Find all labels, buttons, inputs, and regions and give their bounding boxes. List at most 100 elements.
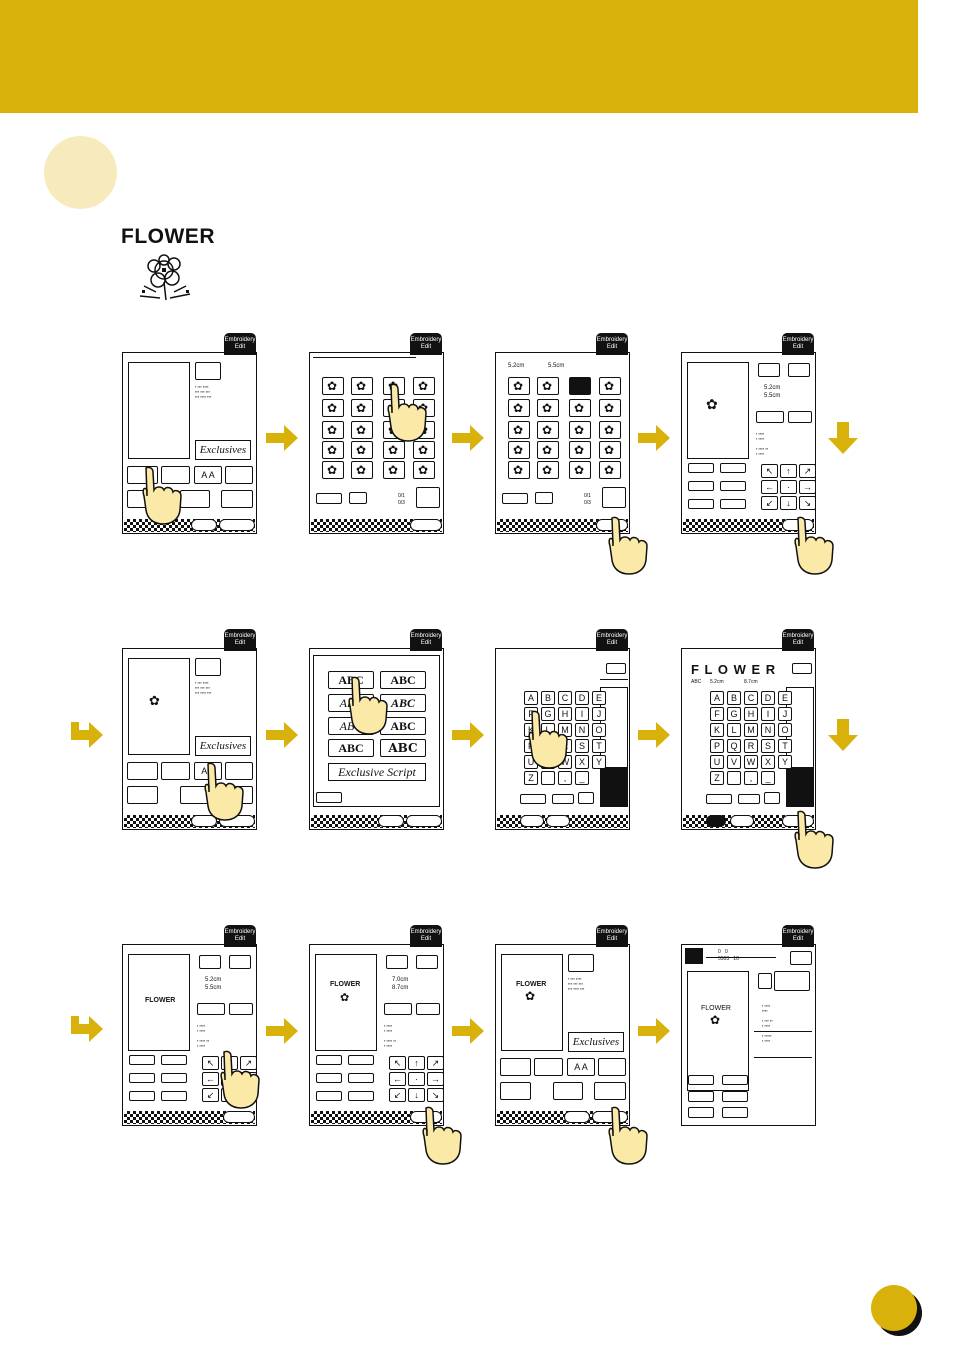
arrow-right-icon [638, 425, 670, 451]
keyboard-key[interactable] [727, 771, 741, 785]
keyboard-key[interactable]: X [761, 755, 775, 769]
screen-3-flower-selected: 5.2cm 5.5cm 0/10/3 [495, 352, 630, 534]
keyboard-key[interactable]: D [575, 691, 589, 705]
pointing-hand-icon [220, 1050, 260, 1109]
keyboard-key[interactable]: T [592, 739, 606, 753]
keyboard-key[interactable]: C [744, 691, 758, 705]
keyboard-key[interactable]: Y [778, 755, 792, 769]
keyboard-key[interactable]: Z [524, 771, 538, 785]
keyboard-key[interactable]: C [558, 691, 572, 705]
pointing-hand-icon [204, 762, 244, 821]
keyboard-key[interactable]: K [710, 723, 724, 737]
pointing-hand-icon [142, 466, 182, 525]
pointing-hand-icon [794, 810, 834, 869]
exclusives-button[interactable]: Exclusives [195, 440, 251, 460]
keyboard-key[interactable]: M [744, 723, 758, 737]
arrow-right-icon [266, 425, 298, 451]
keyboard-key[interactable]: G [727, 707, 741, 721]
arrow-right-icon [266, 1018, 298, 1044]
screen-9-move-text: FLOWER 5.2cm 5.5cm ▪ ▪▪▪▪▪ ▪▪▪▪▪ ▪▪▪▪ ▪▪… [122, 944, 257, 1126]
keyboard-key[interactable]: V [727, 755, 741, 769]
keyboard-key[interactable]: X [575, 755, 589, 769]
screen-11-combined: FLOWER ✿ ▪ ▪▪▪ ▪▪▪▪▪▪▪ ▪▪▪ ▪▪▪▪▪▪ ▪▪▪▪ ▪… [495, 944, 630, 1126]
arrow-right-icon [266, 722, 298, 748]
screen-4-edit-preview: ✿ 5.2cm 5.5cm ▪ ▪▪▪▪▪ ▪▪▪▪▪ ▪▪▪▪ ▪▪▪ ▪▪▪… [681, 352, 816, 534]
arrow-down-icon [828, 422, 858, 454]
keyboard-key[interactable]: E [592, 691, 606, 705]
keyboard-key[interactable]: I [761, 707, 775, 721]
keyboard-key[interactable]: , [744, 771, 758, 785]
keyboard-key[interactable]: S [761, 739, 775, 753]
keyboard-key[interactable]: L [727, 723, 741, 737]
keyboard-key[interactable]: H [744, 707, 758, 721]
arrow-bent-right-icon [71, 722, 103, 748]
arrow-bent-right-icon [71, 1016, 103, 1042]
arrow-right-icon [452, 722, 484, 748]
keyboard-key[interactable]: S [575, 739, 589, 753]
embroidery-edit-tab[interactable]: Embroidery Edit [224, 629, 256, 651]
exclusives-button[interactable]: Exclusives [195, 736, 251, 756]
keyboard-key[interactable]: H [558, 707, 572, 721]
keyboard-key[interactable]: R [744, 739, 758, 753]
keyboard-key[interactable]: T [778, 739, 792, 753]
embroidery-edit-tab[interactable]: Embroidery Edit [782, 629, 814, 651]
pointing-hand-icon [387, 383, 427, 442]
keyboard-key[interactable]: Q [727, 739, 741, 753]
embroidery-edit-tab[interactable]: Embroidery Edit [224, 333, 256, 355]
embroidery-edit-tab[interactable]: Embroidery Edit [596, 629, 628, 651]
exclusives-button[interactable]: Exclusives [568, 1032, 624, 1052]
keyboard-key[interactable]: F [710, 707, 724, 721]
pointing-hand-icon [794, 516, 834, 575]
embroidery-edit-tab[interactable]: Embroidery Edit [224, 925, 256, 947]
embroidery-edit-tab[interactable]: Embroidery Edit [410, 925, 442, 947]
keyboard-key[interactable]: , [558, 771, 572, 785]
embroidery-edit-tab[interactable]: Embroidery Edit [410, 333, 442, 355]
keyboard-key[interactable]: O [778, 723, 792, 737]
pointing-hand-icon [422, 1106, 462, 1165]
embroidery-edit-tab[interactable]: Embroidery Edit [782, 925, 814, 947]
embroidery-edit-tab[interactable]: Embroidery Edit [596, 925, 628, 947]
page-badge [871, 1285, 917, 1331]
arrow-right-icon [638, 722, 670, 748]
keyboard-key[interactable]: _ [761, 771, 775, 785]
keyboard-key[interactable]: A [710, 691, 724, 705]
exclusive-script-button[interactable]: Exclusive Script [328, 763, 426, 781]
keyboard-key[interactable]: W [744, 755, 758, 769]
pointing-hand-icon [608, 516, 648, 575]
arrow-right-icon [638, 1018, 670, 1044]
keyboard-key[interactable]: U [710, 755, 724, 769]
keyboard-key[interactable]: J [778, 707, 792, 721]
keyboard-key[interactable]: B [541, 691, 555, 705]
embroidery-edit-tab[interactable]: Embroidery Edit [410, 629, 442, 651]
keyboard-key[interactable]: G [541, 707, 555, 721]
keyboard-key[interactable]: E [778, 691, 792, 705]
keyboard-key[interactable]: D [761, 691, 775, 705]
keyboard-key[interactable]: A [524, 691, 538, 705]
keyboard-key[interactable]: M [558, 723, 572, 737]
arrow-right-icon [452, 1018, 484, 1044]
pointing-hand-icon [608, 1106, 648, 1165]
typed-word: F L O W E R [691, 662, 777, 677]
keyboard-key[interactable]: Z [710, 771, 724, 785]
arrow-right-icon [452, 425, 484, 451]
keyboard-key[interactable]: Y [592, 755, 606, 769]
pointing-hand-icon [528, 710, 568, 769]
keyboard-key[interactable]: I [575, 707, 589, 721]
pattern-title: FLOWER [121, 225, 215, 248]
keyboard-key[interactable]: P [710, 739, 724, 753]
flower-pattern-icon [139, 254, 191, 301]
keyboard-key[interactable]: O [592, 723, 606, 737]
arrow-down-icon [828, 719, 858, 751]
keyboard-key[interactable]: _ [575, 771, 589, 785]
keyboard-key[interactable]: B [727, 691, 741, 705]
keyboard-key[interactable] [541, 771, 555, 785]
embroidery-edit-tab[interactable]: Embroidery Edit [782, 333, 814, 355]
step-number-circle [44, 136, 117, 209]
keyboard-key[interactable]: N [761, 723, 775, 737]
keyboard-key[interactable]: N [575, 723, 589, 737]
embroidery-edit-tab[interactable]: Embroidery Edit [596, 333, 628, 355]
screen-10-text-moved: FLOWER ✿ 7.0cm 8.7cm ▪ ▪▪▪▪▪ ▪▪▪▪▪ ▪▪▪▪ … [309, 944, 444, 1126]
keyboard-key[interactable]: J [592, 707, 606, 721]
pointing-hand-icon [348, 676, 388, 735]
